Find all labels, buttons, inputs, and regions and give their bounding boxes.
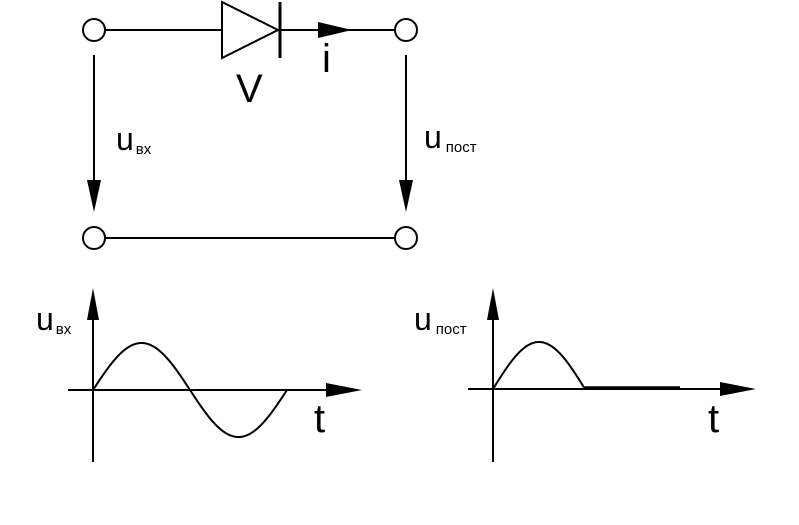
output-plot-x-arrowhead bbox=[720, 382, 756, 396]
diode-symbol bbox=[221, 0, 282, 60]
terminal-top-right bbox=[394, 18, 418, 42]
diode-label: V bbox=[236, 67, 263, 111]
terminal-top-left bbox=[82, 18, 106, 42]
terminal-bottom-right bbox=[394, 226, 418, 250]
output-voltage-arrowhead bbox=[399, 180, 413, 212]
output-plot-x-label: t bbox=[708, 397, 719, 441]
current-label: i bbox=[322, 37, 331, 81]
input-voltage-arrowhead bbox=[87, 180, 101, 212]
input-sine-curve bbox=[92, 341, 288, 439]
input-plot-x-arrowhead bbox=[326, 383, 362, 397]
current-arrowhead bbox=[318, 22, 352, 38]
output-rectified-curve bbox=[492, 340, 586, 390]
input-plot-y-arrowhead bbox=[87, 288, 99, 320]
output-plot-y-arrowhead bbox=[487, 288, 499, 320]
input-plot-x-label: t bbox=[314, 397, 325, 441]
terminal-bottom-left bbox=[82, 226, 106, 250]
